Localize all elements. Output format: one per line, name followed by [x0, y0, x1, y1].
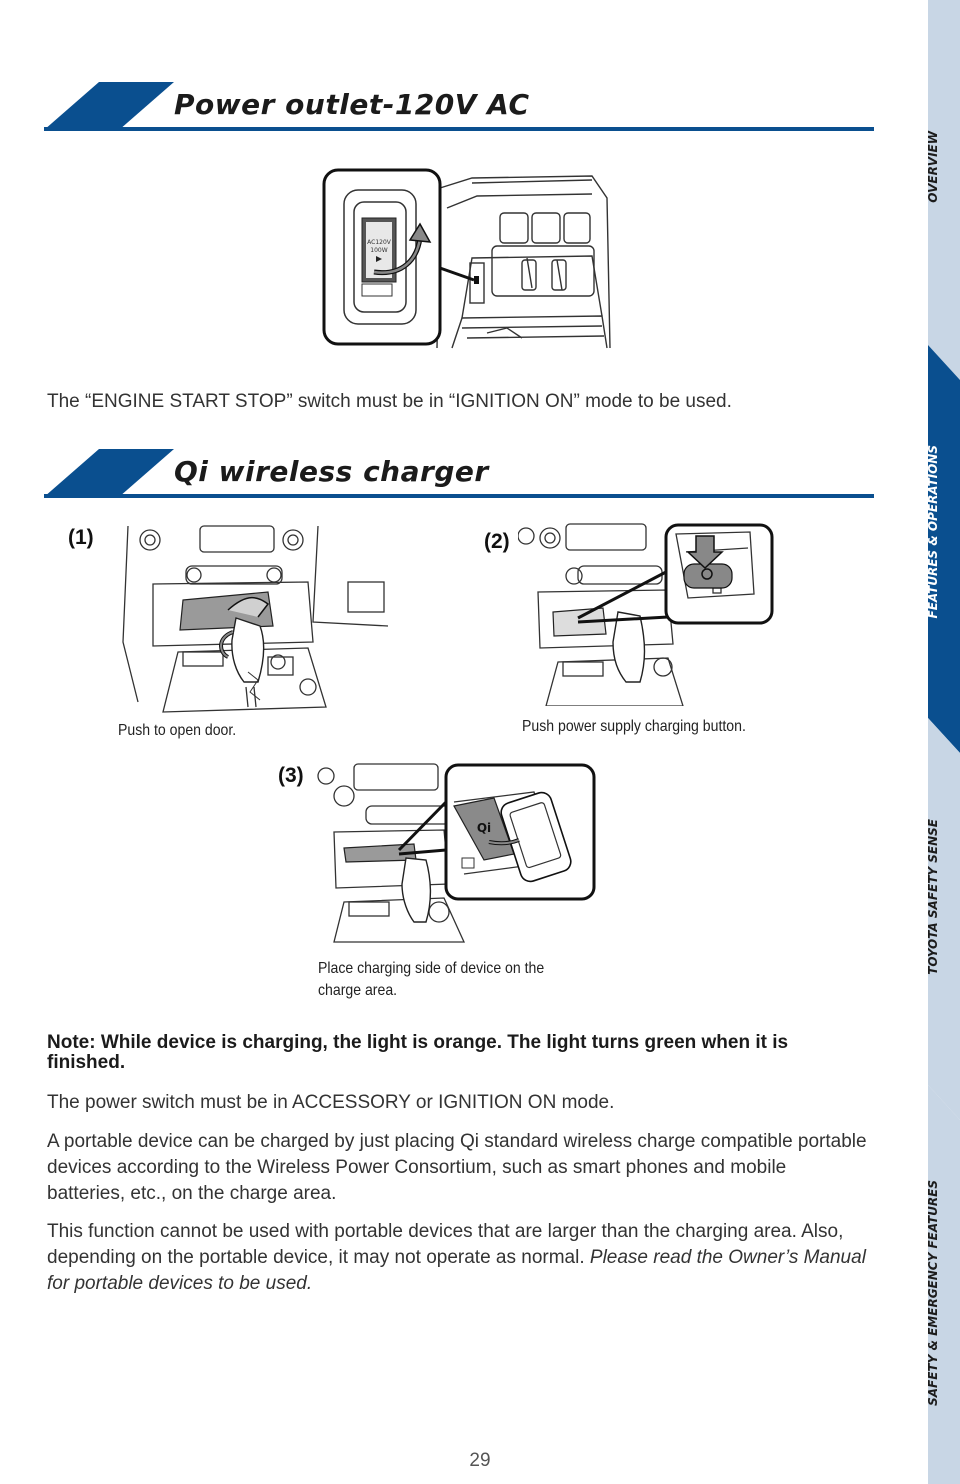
page-number: 29	[469, 1450, 491, 1471]
step-3-caption-line1: Place charging side of device on the	[318, 960, 545, 977]
section-rule	[44, 127, 874, 131]
step-2-caption: Push power supply charging button.	[522, 718, 746, 735]
header-accent-bar	[44, 449, 174, 497]
limitations-text: This function cannot be used with portab…	[47, 1221, 844, 1268]
step-1-caption: Push to open door.	[118, 722, 237, 739]
section-sidebar: OVERVIEW FEATURES & OPERATIONS TOYOTA SA…	[926, 0, 960, 1484]
section-header-power-outlet: Power outlet-120V AC	[44, 82, 874, 130]
sidebar-tabs-background	[928, 0, 960, 1484]
step-3-label: (3)	[278, 764, 304, 787]
sidebar-tab-safety-emergency[interactable]: SAFETY & EMERGENCY FEATURES	[926, 1085, 960, 1484]
sidebar-tab-label: TOYOTA SAFETY SENSE	[926, 819, 940, 975]
sidebar-tab-label: FEATURES & OPERATIONS	[926, 444, 940, 618]
section-rule	[44, 494, 874, 498]
section-title: Qi wireless charger	[174, 455, 489, 488]
step-2-label: (2)	[484, 530, 510, 553]
outlet-usage-note: The “ENGINE START STOP” switch must be i…	[47, 391, 732, 412]
portable-device-paragraph: A portable device can be charged by just…	[47, 1131, 867, 1204]
cargo-outlet-illustration: AC120V 100W	[322, 168, 611, 349]
step-3-illustration: Qi	[317, 763, 596, 943]
step-1-label: (1)	[68, 526, 94, 549]
limitations-paragraph: This function cannot be used with portab…	[47, 1219, 867, 1297]
sidebar-tab-label: OVERVIEW	[926, 131, 940, 203]
sidebar-tab-features-operations[interactable]: FEATURES & OPERATIONS	[926, 345, 960, 718]
section-title: Power outlet-120V AC	[174, 88, 530, 121]
outlet-label-line1: AC120V	[367, 239, 392, 246]
header-accent-bar	[44, 82, 174, 130]
qi-icon: Qi	[477, 821, 491, 835]
step-1-illustration	[122, 525, 389, 713]
step-3-caption: Place charging side of device on the cha…	[318, 958, 544, 1002]
section-header-qi-charger: Qi wireless charger	[44, 449, 874, 497]
sidebar-tab-toyota-safety-sense[interactable]: TOYOTA SAFETY SENSE	[926, 718, 960, 1085]
sidebar-tab-label: SAFETY & EMERGENCY FEATURES	[926, 1180, 940, 1406]
outlet-label-line2: 100W	[370, 247, 387, 254]
step-2-illustration	[518, 523, 774, 706]
step-3-caption-line2: charge area.	[318, 982, 398, 999]
owners-manual-reference: Please read the Owner’s Manual for porta…	[47, 1247, 866, 1294]
charging-light-note: Note: While device is charging, the ligh…	[47, 1032, 789, 1073]
power-switch-paragraph: The power switch must be in ACCESSORY or…	[47, 1092, 615, 1113]
sidebar-tab-overview[interactable]: OVERVIEW	[926, 0, 960, 345]
